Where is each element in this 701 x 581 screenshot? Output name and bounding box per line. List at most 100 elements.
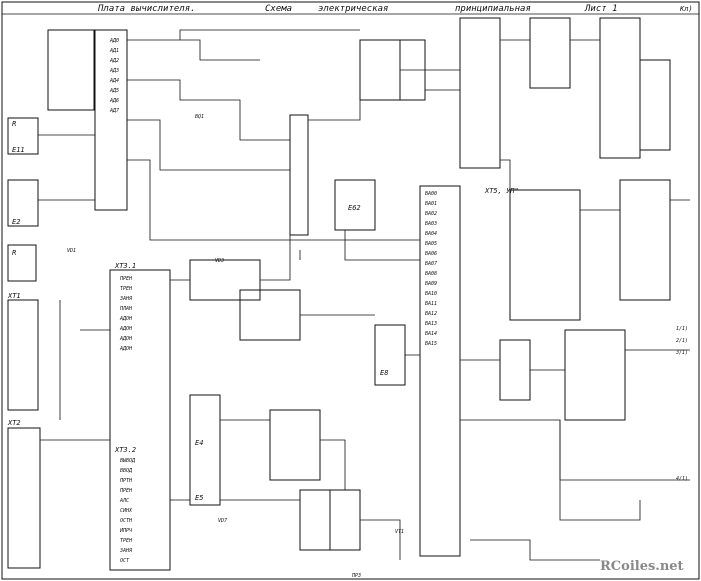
bus-ba13: ВА13 (425, 321, 437, 327)
signal-plan: ПЛАН (119, 306, 133, 312)
signal-prtn: ПРТН (119, 478, 133, 484)
connector-pr3-label: ПРЗ (351, 573, 361, 579)
trigger-box (239, 289, 301, 341)
flipflop-box (359, 39, 401, 101)
xt31-signal-labels: ПРЕН ТРЕН ЗАНЯ ПЛАН АДОН АДОН АДОН АДОН (119, 276, 133, 352)
signal-adon-2: АДОН (119, 326, 133, 332)
chip-e62-box (334, 179, 376, 231)
signal-zanya: ЗАНЯ (119, 296, 133, 302)
signal-pren-2: ПРЕН (119, 488, 133, 494)
diode-vd3-label: VD3 (215, 258, 224, 264)
connector-xt2-label: XT2 (7, 419, 21, 427)
bus-ba12: ВА12 (425, 311, 437, 317)
bus-ad7: АД7 (109, 108, 119, 114)
bus-ad6: АД6 (109, 98, 119, 104)
chip-e2-box (7, 179, 39, 227)
chip-e11-label: E11 (12, 146, 25, 154)
right-logic-box-2 (619, 179, 671, 301)
xt32-signal-labels: ВЫВОД ВВОД ПРТН ПРЕН АЛС СИНХ ОСТН ИПРЧ … (119, 458, 136, 564)
bottom-logic-box (299, 489, 331, 551)
chip-e5-label: E5 (195, 494, 203, 502)
address-bus-labels: АД0 АД1 АД2 АД3 АД4 АД5 АД6 АД7 (109, 38, 119, 114)
xt1-box (7, 299, 39, 411)
signal-adon-3: АДОН (119, 336, 133, 342)
signal-sinh: СИНХ (120, 508, 133, 514)
chip-e62-label: E62 (348, 204, 361, 212)
connector-xt32-label: XT3.2 (114, 446, 136, 454)
port-3: 3/1) (675, 350, 688, 356)
memory-box-2 (639, 59, 671, 151)
signal-pren: ПРЕН (119, 276, 133, 282)
processor-box (459, 17, 501, 169)
signal-iprch: ИПРЧ (119, 528, 133, 534)
bus-ba05: ВА05 (425, 241, 437, 247)
wiring (38, 29, 690, 561)
memory-box (599, 17, 641, 159)
svg-text:R: R (12, 249, 16, 257)
watermark: RCoiles.net (600, 559, 684, 574)
port-1: 1/1) (676, 326, 688, 332)
doc-ref: Кл) (679, 5, 693, 13)
signal-adon-1: АДОН (119, 316, 133, 322)
xt5-bus-labels: ВА00 ВА01 ВА02 ВА03 ВА04 ВА05 ВА06 ВА07 … (425, 191, 437, 347)
chip-d3-label: R (12, 120, 16, 128)
bus-ba15: ВА15 (425, 341, 437, 347)
chip-r-box (7, 244, 37, 282)
bus-ba08: ВА08 (425, 271, 437, 277)
diode-vd1-label: VD1 (67, 248, 76, 254)
bus-ba06: ВА06 (425, 251, 437, 257)
cpu-chip-box (94, 29, 128, 211)
signal-ost: ОСТ (120, 558, 130, 564)
bus-ad2: АД2 (109, 58, 119, 64)
bus-ad0: АД0 (109, 38, 119, 44)
signal-adon-4: АДОН (119, 346, 133, 352)
bus-ad3: АД3 (109, 68, 119, 74)
bus-ba09: ВА09 (425, 281, 437, 287)
xt2-box (7, 427, 41, 569)
bus-ba01: ВА01 (425, 201, 437, 207)
central-register-box (289, 114, 309, 236)
connector-xt31-label: XT3.1 (114, 262, 136, 270)
trigger-box-2 (189, 259, 261, 301)
signal-vyvod: ВЫВОД (120, 458, 136, 464)
signal-zanya-2: ЗАНЯ (119, 548, 133, 554)
bus-ba11: ВА11 (425, 301, 437, 307)
bus-ba10: ВА10 (425, 291, 437, 297)
counter-box (269, 409, 321, 481)
signal-tren: ТРЕН (120, 286, 133, 292)
scheme-kind: принципиальная (455, 4, 531, 14)
xt31-connector-box (109, 269, 171, 571)
port-4: 4/1) (676, 476, 688, 482)
bus-ad4: АД4 (109, 78, 119, 84)
bus-ba03: ВА03 (425, 221, 437, 227)
diode-vd7-label: VD7 (218, 518, 227, 524)
chip-e2-label: E2 (12, 218, 20, 226)
scheme-type: электрическая (318, 4, 388, 14)
bottom-logic-box-2 (329, 489, 361, 551)
bus-ad5: АД5 (109, 88, 119, 94)
left-connector-box (47, 29, 95, 111)
bus-ad1: АД1 (109, 48, 119, 54)
crystal-bq1-label: BQ1 (195, 114, 204, 120)
signal-als: АЛС (119, 498, 129, 504)
chip-d3-box (7, 117, 39, 155)
chip-e8-label: E8 (380, 369, 388, 377)
gate-box (499, 339, 531, 401)
scheme-title: Схема (265, 4, 292, 14)
chip-e4-label: E4 (195, 439, 203, 447)
chip-e4-box (189, 394, 221, 506)
right-logic-box (509, 189, 581, 321)
board-title: Плата вычислителя. (97, 4, 196, 14)
bus-ba14: ВА14 (425, 331, 437, 337)
connector-xt5-label: XT5, УП" (484, 187, 519, 195)
decoder-box (529, 17, 571, 89)
bus-ba00: ВА00 (425, 191, 437, 197)
bus-ba02: ВА02 (425, 211, 437, 217)
xt5-connector-box (419, 185, 461, 557)
bus-ba04: ВА04 (425, 231, 437, 237)
signal-vvod: ВВОД (120, 468, 133, 474)
osc-box (564, 329, 626, 421)
